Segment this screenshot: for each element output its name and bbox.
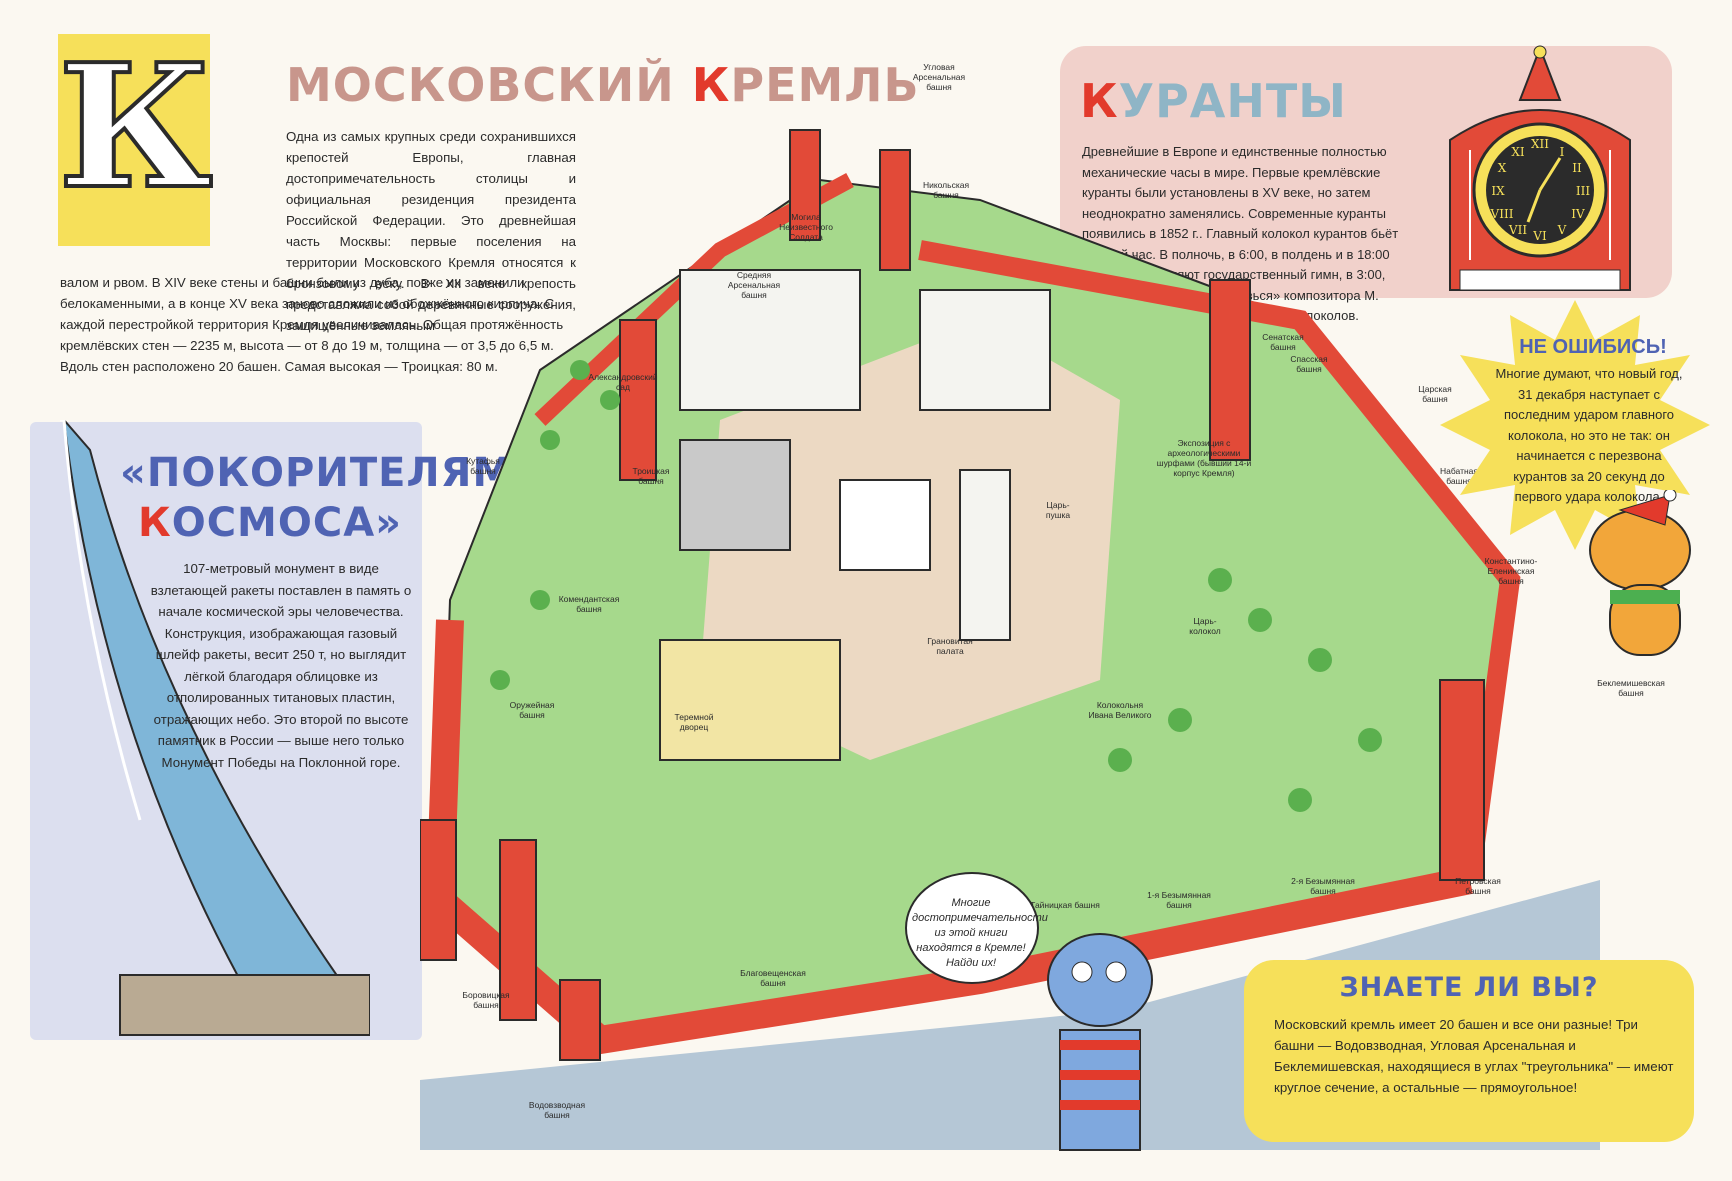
label-kolokolnya: Колокольня Ивана Великого (1088, 700, 1152, 720)
label-teremnoy-palace: Теремной дворец (674, 712, 714, 732)
label-borovitskaya-tower: Боровицкая башня (462, 990, 510, 1010)
svg-text:IV: IV (1571, 207, 1585, 221)
kosmos-title-red: К (137, 500, 172, 546)
label-petrovskaya-tower: Петровская башня (1455, 876, 1501, 896)
intro-text-top: Одна из самых крупных среди сохранившихс… (286, 129, 576, 333)
label-granovitaya: Грановитая палата (927, 636, 973, 656)
star-burst (1440, 300, 1710, 550)
kuranty-title: КУРАНТЫ (1080, 74, 1347, 128)
label-tsar-kolokol: Царь-колокол (1189, 616, 1221, 636)
senate (919, 289, 1051, 411)
label-nikolskaya-tower: Никольская башня (922, 180, 970, 200)
label-nabatnaya-tower: Набатная башня (1440, 466, 1478, 486)
svg-text:XI: XI (1511, 145, 1525, 159)
title-part1: МОСКОВСКИЙ (286, 58, 692, 112)
svg-text:I: I (1560, 145, 1565, 159)
znaete-title: ЗНАЕТЕ ЛИ ВЫ? (1339, 972, 1599, 1003)
intro-text-bottom: валом и рвом. В XIV веке стены и башни б… (60, 275, 564, 374)
label-kutafya-tower: Кутафья башня (466, 456, 500, 476)
label-vodovzvodnaya-tower: Водовзводная башня (528, 1100, 586, 1120)
big-letter-block: К (56, 27, 215, 246)
svg-text:VIII: VIII (1490, 207, 1514, 221)
svg-text:VI: VI (1532, 229, 1547, 243)
label-tsar-pushka: Царь-пушка (1045, 500, 1071, 520)
svg-text:IX: IX (1491, 184, 1505, 198)
star-title: НЕ ОШИБИСЬ! (1519, 336, 1667, 358)
svg-text:XII: XII (1531, 137, 1549, 151)
arsenal (679, 269, 861, 411)
label-blagoveshchenskaya-tower: Благовещенская башня (740, 968, 806, 988)
palace-of-congresses (679, 439, 791, 551)
svg-text:II: II (1572, 161, 1582, 175)
svg-text:V: V (1557, 223, 1567, 237)
star-text: Многие думают, что новый год, 31 декабря… (1495, 366, 1683, 504)
blue-cat-illustration (1047, 933, 1153, 1151)
kuranty-title-rest: УРАНТЫ (1118, 74, 1347, 128)
label-ekspozitsiya: Экспозиция с археологическими шурфами (б… (1156, 438, 1252, 478)
svg-text:VII: VII (1508, 223, 1527, 237)
label-uglovaya-tower: Угловая Арсенальная башня (912, 62, 966, 92)
znaete-panel (1244, 960, 1694, 1142)
label-bezymyannaya2-tower: 2-я Безымянная башня (1291, 876, 1355, 896)
label-beklemishevskaya-tower: Беклемишевская башня (1597, 678, 1665, 698)
speech-bubble (905, 872, 1039, 984)
label-srednyaya-tower: Средняя Арсенальная башня (727, 270, 781, 300)
page-title: МОСКОВСКИЙ КРЕМЛЬ (286, 58, 920, 112)
label-spasskaya-tower: Спасская башня (1290, 354, 1328, 374)
kosmos-title-line2: ОСМОСА» (171, 500, 403, 546)
label-konstantino-tower: Константино-Еленинская башня (1484, 556, 1538, 586)
label-mogila: Могила Неизвестного Солдата (779, 212, 833, 242)
label-troitskaya-tower: Троицкая башня (632, 466, 670, 486)
label-aleksandrovsky-sad: Александровский сад (588, 372, 658, 392)
rocket-monument-illustration (60, 420, 370, 1036)
grand-palace (659, 639, 841, 761)
title-part2: РЕМЛЬ (730, 58, 920, 112)
svg-text:III: III (1576, 184, 1590, 198)
orange-cat-illustration (1589, 490, 1691, 656)
towers (420, 129, 1485, 1061)
label-oruzheinaya-tower: Оружейная башня (509, 700, 555, 720)
ivan-belltower (959, 469, 1011, 641)
speech-bubble-text: Многие достопримечательности из этой кни… (912, 897, 1048, 969)
svg-text:X: X (1498, 161, 1507, 175)
kosmos-text: 107-метровый монумент в виде взлетающей … (150, 561, 412, 770)
big-letter: К (56, 27, 215, 227)
kuranty-title-red: К (1080, 74, 1119, 128)
znaete-text: Московский кремль имеет 20 башен и все о… (1274, 1017, 1674, 1095)
title-red-letter: К (691, 58, 731, 112)
east-wall (918, 240, 1521, 882)
kosmos-title-line1: «ПОКОРИТЕЛЯМ (120, 450, 514, 496)
label-tsarskaya-tower: Царская башня (1418, 384, 1452, 404)
label-tainitskaya-tower: Тайницкая башня (1030, 900, 1100, 910)
label-bezymyannaya1-tower: 1-я Безымянная башня (1147, 890, 1211, 910)
cathedral (839, 479, 931, 571)
kremlin-map (420, 129, 1600, 1150)
kosmos-title-line2-wrap: КОСМОСА» (120, 498, 420, 548)
label-senatskaya-tower: Сенатская башня (1262, 332, 1304, 352)
label-komendantskaya-tower: Комендантская башня (558, 594, 620, 614)
